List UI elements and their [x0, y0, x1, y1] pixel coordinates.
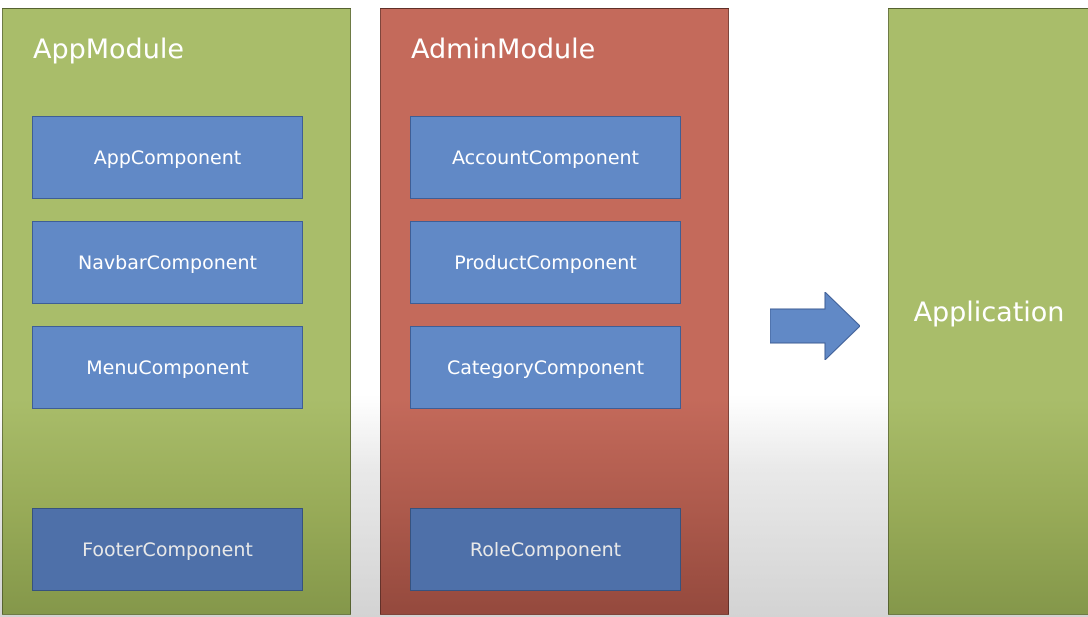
menu-component-box: MenuComponent	[32, 326, 303, 409]
app-component-box: AppComponent	[32, 116, 303, 199]
product-component-box: ProductComponent	[410, 221, 681, 304]
role-component-box: RoleComponent	[410, 508, 681, 591]
application-title: Application	[913, 297, 1065, 328]
navbar-component-box: NavbarComponent	[32, 221, 303, 304]
admin-module-panel: AdminModule AccountComponent ProductComp…	[380, 8, 729, 615]
account-component-box: AccountComponent	[410, 116, 681, 199]
app-module-title: AppModule	[33, 34, 184, 65]
app-module-panel: AppModule AppComponent NavbarComponent M…	[2, 8, 351, 615]
category-component-box: CategoryComponent	[410, 326, 681, 409]
application-panel: Application	[888, 8, 1088, 615]
footer-component-box: FooterComponent	[32, 508, 303, 591]
admin-module-title: AdminModule	[411, 34, 596, 65]
right-arrow-icon	[770, 292, 860, 360]
